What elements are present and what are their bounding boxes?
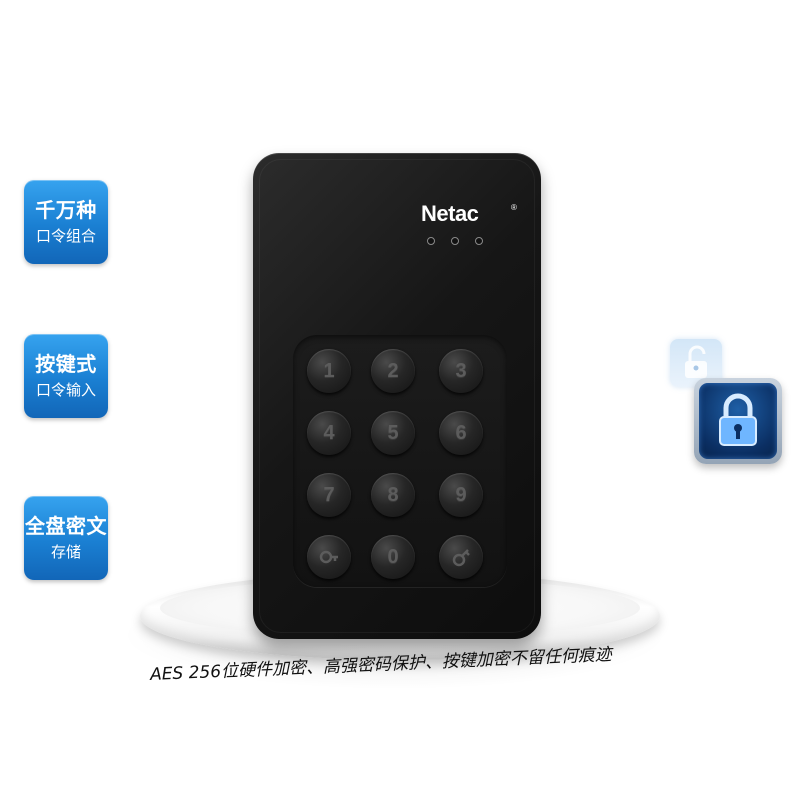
key-6[interactable]: 6 bbox=[439, 411, 483, 455]
status-led bbox=[427, 237, 435, 245]
badge-subtitle: 口令输入 bbox=[35, 381, 96, 399]
status-leds bbox=[427, 237, 483, 245]
badge-title: 按键式 bbox=[35, 352, 97, 376]
key-3[interactable]: 3 bbox=[439, 349, 483, 393]
key-7[interactable]: 7 bbox=[307, 473, 351, 517]
key-4[interactable]: 4 bbox=[307, 411, 351, 455]
unlock-key-icon bbox=[452, 549, 470, 567]
feature-badge-password-combinations: 千万种 口令组合 bbox=[24, 180, 108, 264]
badge-title: 千万种 bbox=[35, 198, 97, 222]
key-unlock-button[interactable] bbox=[439, 535, 483, 579]
key-1[interactable]: 1 bbox=[307, 349, 351, 393]
brand-logo: Netac bbox=[421, 201, 479, 226]
drive-bevel bbox=[259, 159, 535, 633]
status-led bbox=[451, 237, 459, 245]
locked-padlock-icon bbox=[694, 378, 782, 464]
key-2[interactable]: 2 bbox=[371, 349, 415, 393]
registered-mark: ® bbox=[511, 203, 517, 212]
encrypted-hard-drive: Netac ® 1 2 3 4 5 6 7 8 9 0 bbox=[253, 153, 541, 639]
key-lock-button[interactable] bbox=[307, 535, 351, 579]
key-0[interactable]: 0 bbox=[371, 535, 415, 579]
badge-subtitle: 口令组合 bbox=[35, 227, 96, 245]
key-icon bbox=[319, 550, 338, 564]
feature-badge-keypad-input: 按键式 口令输入 bbox=[24, 334, 108, 418]
badge-subtitle: 存储 bbox=[50, 543, 81, 561]
feature-badge-full-disk-encryption: 全盘密文 存储 bbox=[24, 496, 108, 580]
status-led bbox=[475, 237, 483, 245]
keypad: 1 2 3 4 5 6 7 8 9 0 bbox=[293, 335, 507, 587]
key-5[interactable]: 5 bbox=[371, 411, 415, 455]
badge-title: 全盘密文 bbox=[25, 514, 107, 538]
key-8[interactable]: 8 bbox=[371, 473, 415, 517]
key-9[interactable]: 9 bbox=[439, 473, 483, 517]
